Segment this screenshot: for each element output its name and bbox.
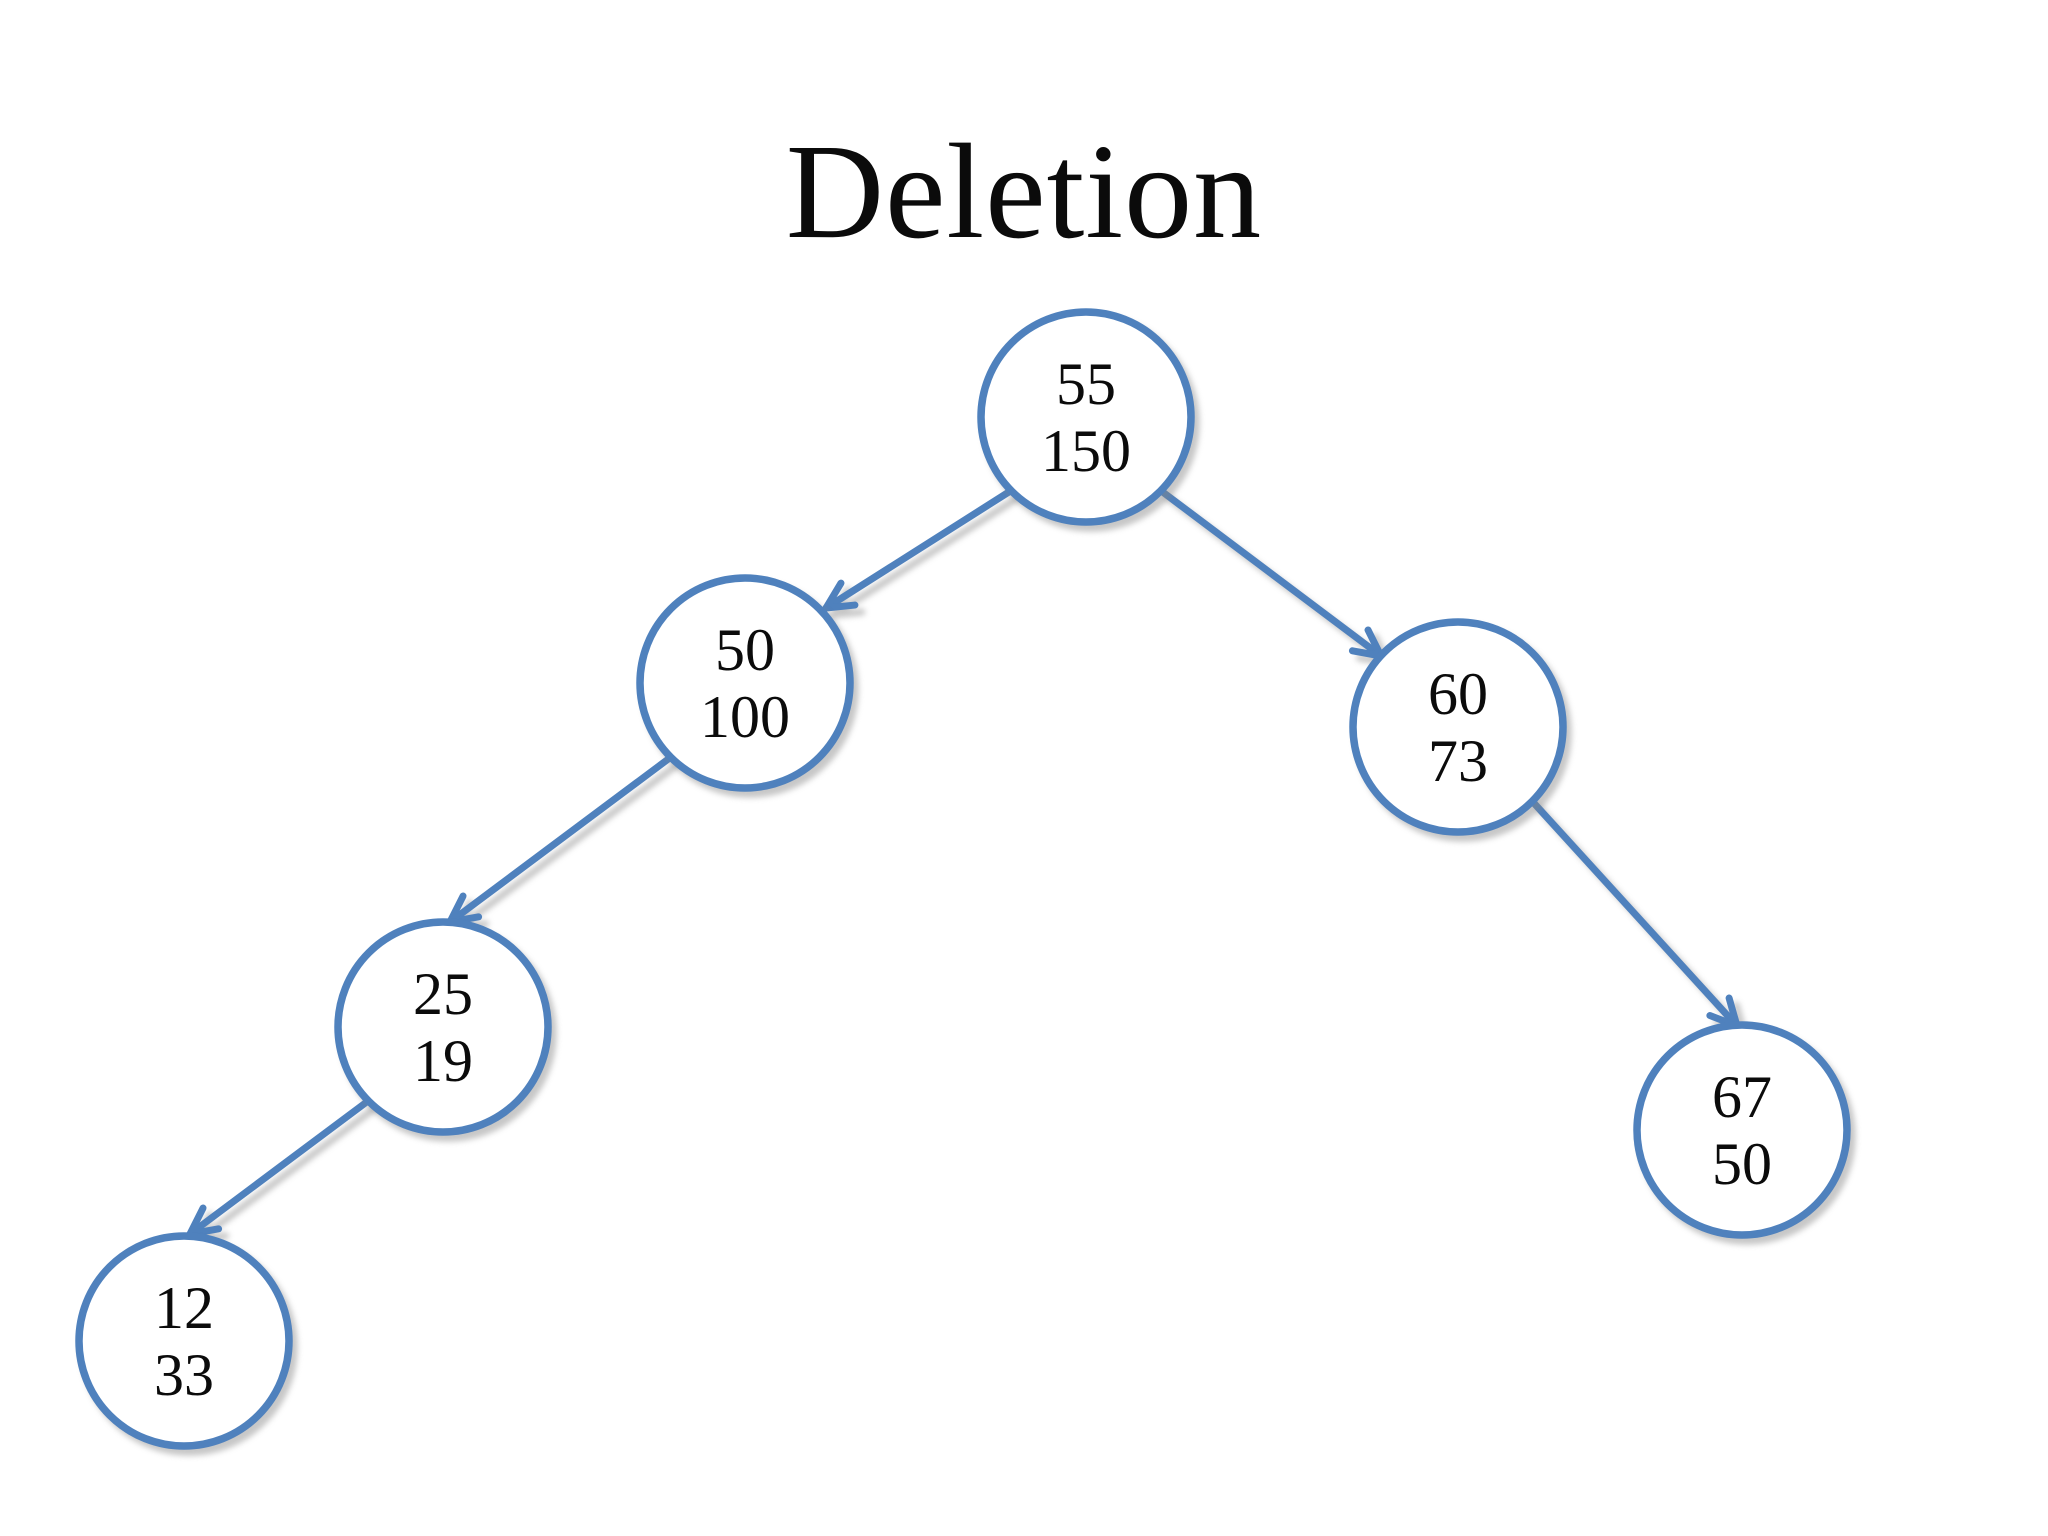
slide-title: Deletion [785,117,1263,267]
node-value-top: 60 [1428,661,1488,727]
node-value-bottom: 150 [1041,418,1131,484]
node-value-top: 55 [1056,351,1116,417]
node-value-top: 50 [715,617,775,683]
node-value-bottom: 100 [700,684,790,750]
node-value-top: 67 [1712,1064,1772,1130]
node-value-top: 25 [413,961,473,1027]
edge-layer [186,486,1741,1238]
tree-node-circle-55 [977,308,1195,526]
node-value-bottom: 50 [1712,1131,1772,1197]
node-value-bottom: 19 [413,1028,473,1094]
node-value-bottom: 33 [154,1342,214,1408]
tree-node-circle-12 [75,1232,293,1450]
node-value-top: 12 [154,1275,214,1341]
tree-node-circle-25 [334,918,552,1136]
tree-node-circle-50 [636,574,854,792]
tree-node-circle-60 [1349,618,1567,836]
tree-edge-60-67 [1528,797,1741,1030]
circle-layer [75,308,1851,1450]
node-value-bottom: 73 [1428,728,1488,794]
tree-edge-55-60 [1156,486,1385,660]
tree-edge-50-25 [446,753,675,926]
tree-node-circle-67 [1633,1021,1851,1239]
tree-edge-55-50 [822,486,1016,612]
tree-edge-25-12 [186,1097,372,1238]
